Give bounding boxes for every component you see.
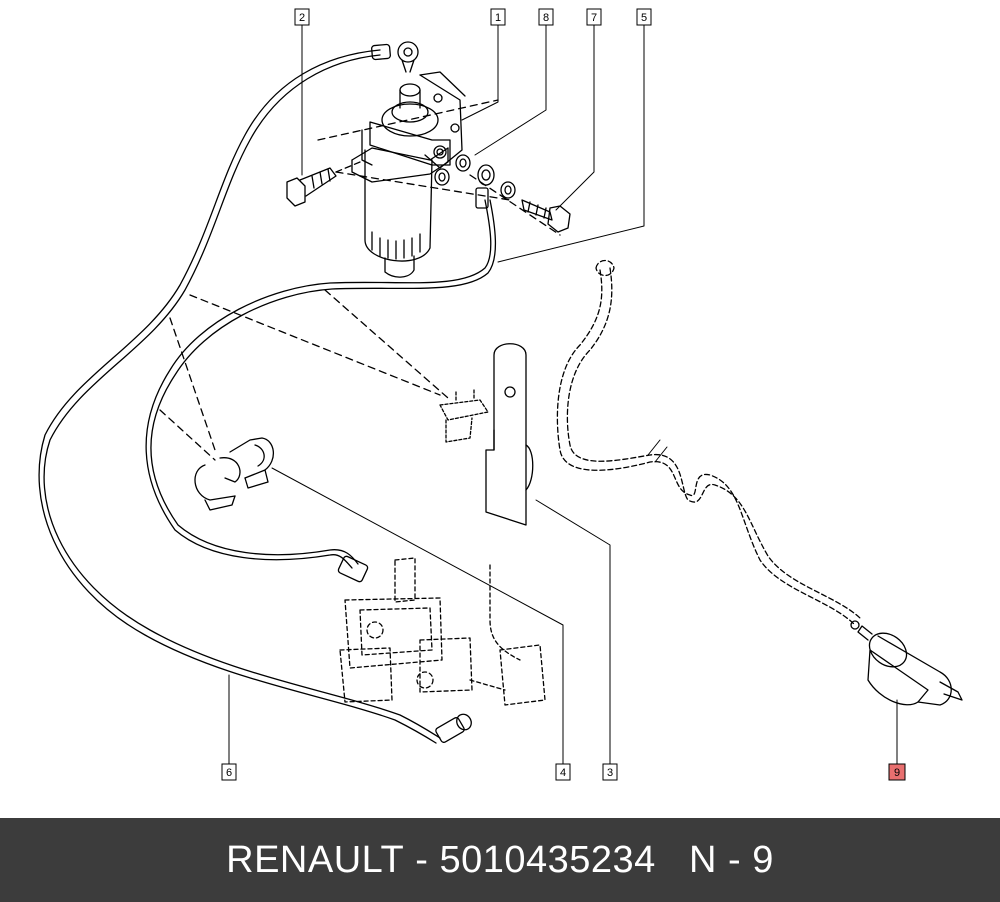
part-number: 5010435234 (439, 838, 656, 881)
callout-label: 4 (560, 767, 566, 779)
callout-7: 7 (586, 8, 602, 26)
banjo-bolt-7 (521, 199, 571, 233)
callout-label: 2 (299, 12, 305, 24)
callout-label: 1 (495, 12, 501, 24)
callout-label: 8 (543, 12, 549, 24)
callout-2: 2 (294, 8, 310, 26)
pipe-connector (439, 387, 489, 443)
diagram-ref: N - 9 (689, 838, 774, 881)
callout-9: 9 (888, 763, 906, 781)
fuel-filter-9 (850, 620, 963, 706)
callout-label: 7 (591, 12, 597, 24)
return-pipe-5 (145, 187, 497, 583)
callout-4: 4 (555, 763, 571, 781)
separator: - (404, 838, 440, 881)
callout-label: 9 (894, 767, 900, 779)
callout-label: 6 (226, 767, 232, 779)
filter-housing-1 (351, 71, 466, 278)
gap (656, 839, 689, 882)
part-caption-bar: RENAULT - 5010435234 N - 9 (0, 818, 1000, 902)
leader-lines (228, 24, 898, 765)
callout-3: 3 (602, 763, 618, 781)
washer-8 (434, 154, 516, 199)
callout-8: 8 (538, 8, 554, 26)
injection-pump-dashed (339, 557, 546, 706)
supply-line-dashed (556, 259, 861, 626)
bolt-2 (286, 161, 361, 207)
parts-diagram: 2 1 8 7 5 6 4 3 9 (38, 8, 963, 781)
fuel-pipe-6 (38, 41, 472, 744)
bracket-3 (485, 343, 534, 526)
callout-label: 3 (607, 767, 613, 779)
callout-1: 1 (490, 8, 506, 26)
assembly-guides (159, 99, 561, 461)
callout-6: 6 (221, 763, 237, 781)
callout-label: 5 (641, 12, 647, 24)
brand-name: RENAULT (226, 838, 405, 881)
callout-5: 5 (636, 8, 652, 26)
pipe-clip-4 (194, 437, 274, 511)
